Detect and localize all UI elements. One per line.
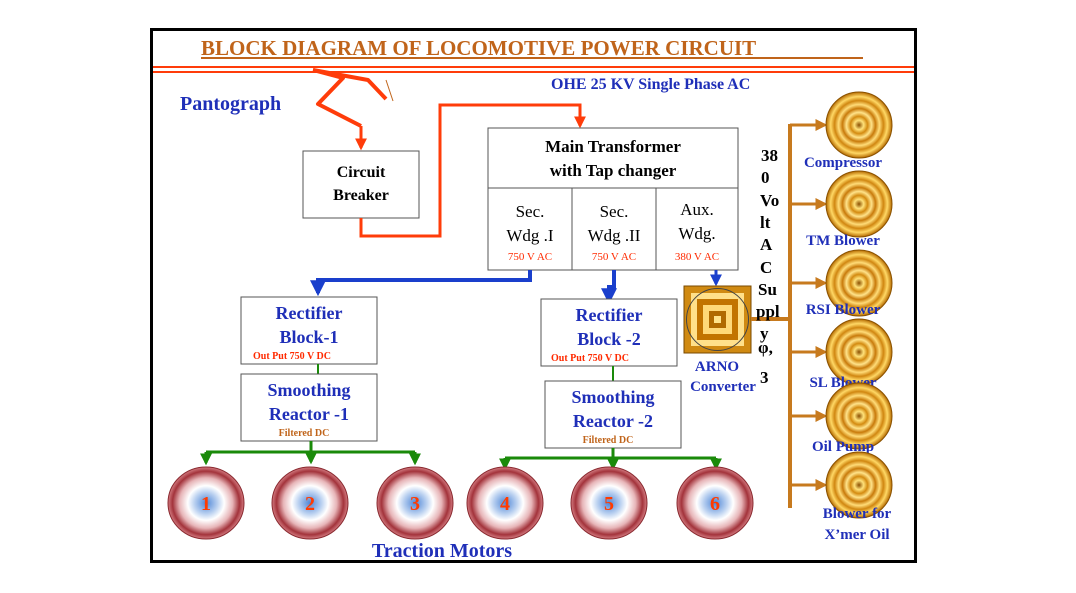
aux-load-label: Oil Pump (812, 439, 874, 455)
aux-load-label: Blower for (823, 506, 892, 522)
aux-load-label: Compressor (804, 155, 882, 171)
aux-load-label: RSI Blower (806, 302, 881, 318)
aux-load-label: X’mer Oil (824, 527, 889, 543)
motor-number: 5 (604, 493, 614, 515)
svg-text:750 V AC: 750 V AC (508, 251, 552, 263)
supply-char: Vo (760, 191, 779, 210)
svg-text:Wdg .II: Wdg .II (588, 226, 641, 245)
svg-text:Smoothing: Smoothing (571, 387, 654, 407)
transformer-line2: with Tap changer (550, 161, 677, 180)
svg-text:Sec.: Sec. (516, 202, 545, 221)
dc-bus-group-1 (200, 441, 421, 466)
traction-motor-5: 5 (570, 466, 648, 540)
traction-motors: 1 2 3 4 5 6 (167, 466, 754, 540)
traction-motor-3: 3 (376, 466, 454, 540)
svg-text:Sec.: Sec. (600, 202, 629, 221)
svg-text:Aux.: Aux. (680, 200, 714, 219)
svg-text:Out Put 750 V DC: Out Put 750 V DC (551, 353, 629, 364)
supply-char: 3 (760, 368, 769, 387)
power-circuit-diagram: BLOCK DIAGRAM OF LOCOMOTIVE POWER CIRCUI… (153, 36, 914, 560)
svg-text:Rectifier: Rectifier (576, 305, 643, 325)
motor-number: 6 (710, 493, 720, 515)
load-icon (825, 91, 893, 159)
load-icon (825, 249, 893, 317)
svg-text:Reactor -2: Reactor -2 (573, 411, 653, 431)
circuit-breaker-line2: Breaker (333, 187, 389, 204)
supply-char: y (760, 324, 769, 343)
svg-text:380 V AC: 380 V AC (675, 251, 719, 263)
svg-text:Block -2: Block -2 (577, 329, 641, 349)
aux-load-5: Oil Pump (790, 382, 893, 455)
cb-to-transformer-line (359, 103, 586, 238)
wdg2-to-rectifier2-line (601, 270, 617, 305)
ohe-label: OHE 25 KV Single Phase AC (551, 76, 750, 93)
diagram-title: BLOCK DIAGRAM OF LOCOMOTIVE POWER CIRCUI… (201, 36, 756, 60)
traction-motor-1: 1 (167, 466, 245, 540)
supply-char: 38 (761, 146, 778, 165)
circuit-breaker-box (302, 150, 420, 219)
arno-label-2: Converter (690, 379, 756, 395)
transformer-line1: Main Transformer (545, 137, 681, 156)
traction-motors-label: Traction Motors (372, 540, 512, 560)
load-icon (825, 382, 893, 450)
supply-char: ppl (756, 302, 780, 321)
winding-1: Sec. Wdg .I 750 V AC (506, 202, 554, 263)
pantograph-icon (312, 68, 394, 151)
svg-text:Wdg.: Wdg. (678, 224, 715, 243)
svg-text:Reactor -1: Reactor -1 (269, 404, 349, 424)
motor-number: 1 (201, 493, 211, 515)
motor-number: 4 (500, 493, 510, 515)
dc-bus-group-2 (499, 448, 722, 471)
rectifier-block-1 (240, 296, 378, 365)
motor-number: 2 (305, 493, 315, 515)
supply-char: 0 (761, 168, 770, 187)
svg-text:Wdg .I: Wdg .I (506, 226, 554, 245)
svg-text:Out Put 750 V DC: Out Put 750 V DC (253, 351, 331, 362)
traction-motor-4: 4 (466, 466, 544, 540)
aux-load-1: Compressor (790, 91, 893, 171)
aux-load-label: TM Blower (806, 233, 880, 249)
smoothing-reactor-1 (240, 373, 378, 442)
supply-char: Su (758, 280, 777, 299)
traction-motor-2: 2 (271, 466, 349, 540)
supply-char: φ, (758, 338, 773, 357)
pantograph-label: Pantograph (180, 93, 281, 115)
circuit-breaker-line1: Circuit (337, 164, 386, 181)
svg-text:Block-1: Block-1 (279, 327, 338, 347)
traction-motor-6: 6 (676, 466, 754, 540)
aux-load-3: RSI Blower (790, 249, 893, 318)
load-icon (825, 451, 893, 519)
smoothing-reactor-2 (544, 380, 682, 449)
svg-text:Rectifier: Rectifier (276, 303, 343, 323)
winding-aux: Aux. Wdg. 380 V AC (675, 200, 719, 263)
motor-number: 3 (410, 493, 420, 515)
wdg1-to-rectifier1-line (310, 270, 532, 297)
ohe-wire (153, 66, 914, 73)
arno-converter-icon (683, 285, 752, 354)
svg-text:750 V AC: 750 V AC (592, 251, 636, 263)
main-transformer-box (487, 127, 739, 271)
diagram-frame: BLOCK DIAGRAM OF LOCOMOTIVE POWER CIRCUI… (150, 28, 917, 563)
rectifier-block-2 (540, 298, 678, 367)
winding-2: Sec. Wdg .II 750 V AC (588, 202, 641, 263)
load-icon (825, 170, 893, 238)
supply-char: A (760, 235, 773, 254)
svg-text:Filtered DC: Filtered DC (279, 428, 330, 439)
supply-char: lt (760, 213, 771, 232)
arno-label-1: ARNO (695, 359, 739, 375)
svg-text:Filtered DC: Filtered DC (583, 435, 634, 446)
supply-char: C (760, 258, 772, 277)
svg-text:Smoothing: Smoothing (267, 380, 350, 400)
aux-load-2: TM Blower (790, 170, 893, 249)
aux-load-4: SL Blower (790, 318, 893, 391)
